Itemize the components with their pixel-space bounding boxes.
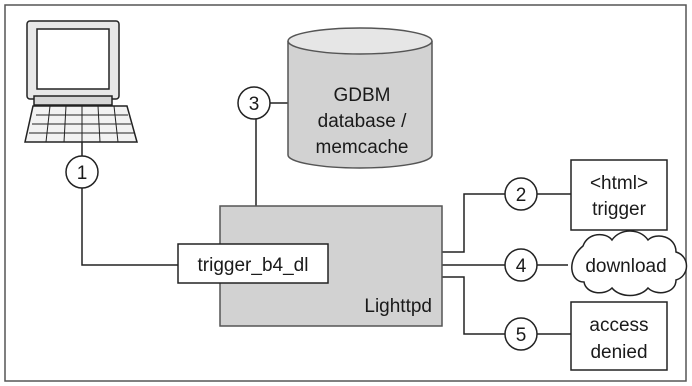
trigger-module-box xyxy=(177,243,329,284)
step-1: 1 xyxy=(65,155,99,189)
step-3-number: 3 xyxy=(249,94,260,115)
lighttpd-label: Lighttpd xyxy=(364,296,432,317)
download-cloud xyxy=(571,230,688,297)
step-1-number: 1 xyxy=(77,163,88,184)
step-5: 5 xyxy=(504,317,538,351)
access-denied-box xyxy=(570,301,668,371)
step-2: 2 xyxy=(504,177,538,211)
database-label-line2: database / xyxy=(318,111,407,132)
step-2-number: 2 xyxy=(516,185,527,206)
desktop-computer-icon xyxy=(24,20,138,143)
html-trigger-box xyxy=(570,159,668,231)
html-trigger-line1: <html> xyxy=(590,173,648,194)
diagram-frame xyxy=(4,4,687,382)
database-label-line3: memcache xyxy=(316,137,409,158)
step-5-number: 5 xyxy=(516,325,527,346)
database-label-line1: GDBM xyxy=(334,85,391,106)
step-4: 4 xyxy=(504,248,538,282)
client-to-module-line xyxy=(81,142,178,266)
access-denied-line2: denied xyxy=(590,342,647,363)
access-denied-line1: access xyxy=(589,315,648,336)
download-label: download xyxy=(585,256,666,277)
database-cylinder xyxy=(287,27,433,169)
step-4-number: 4 xyxy=(516,256,527,277)
step-3: 3 xyxy=(237,86,271,120)
html-trigger-line2: trigger xyxy=(592,199,647,220)
trigger-module-label: trigger_b4_dl xyxy=(198,255,309,276)
